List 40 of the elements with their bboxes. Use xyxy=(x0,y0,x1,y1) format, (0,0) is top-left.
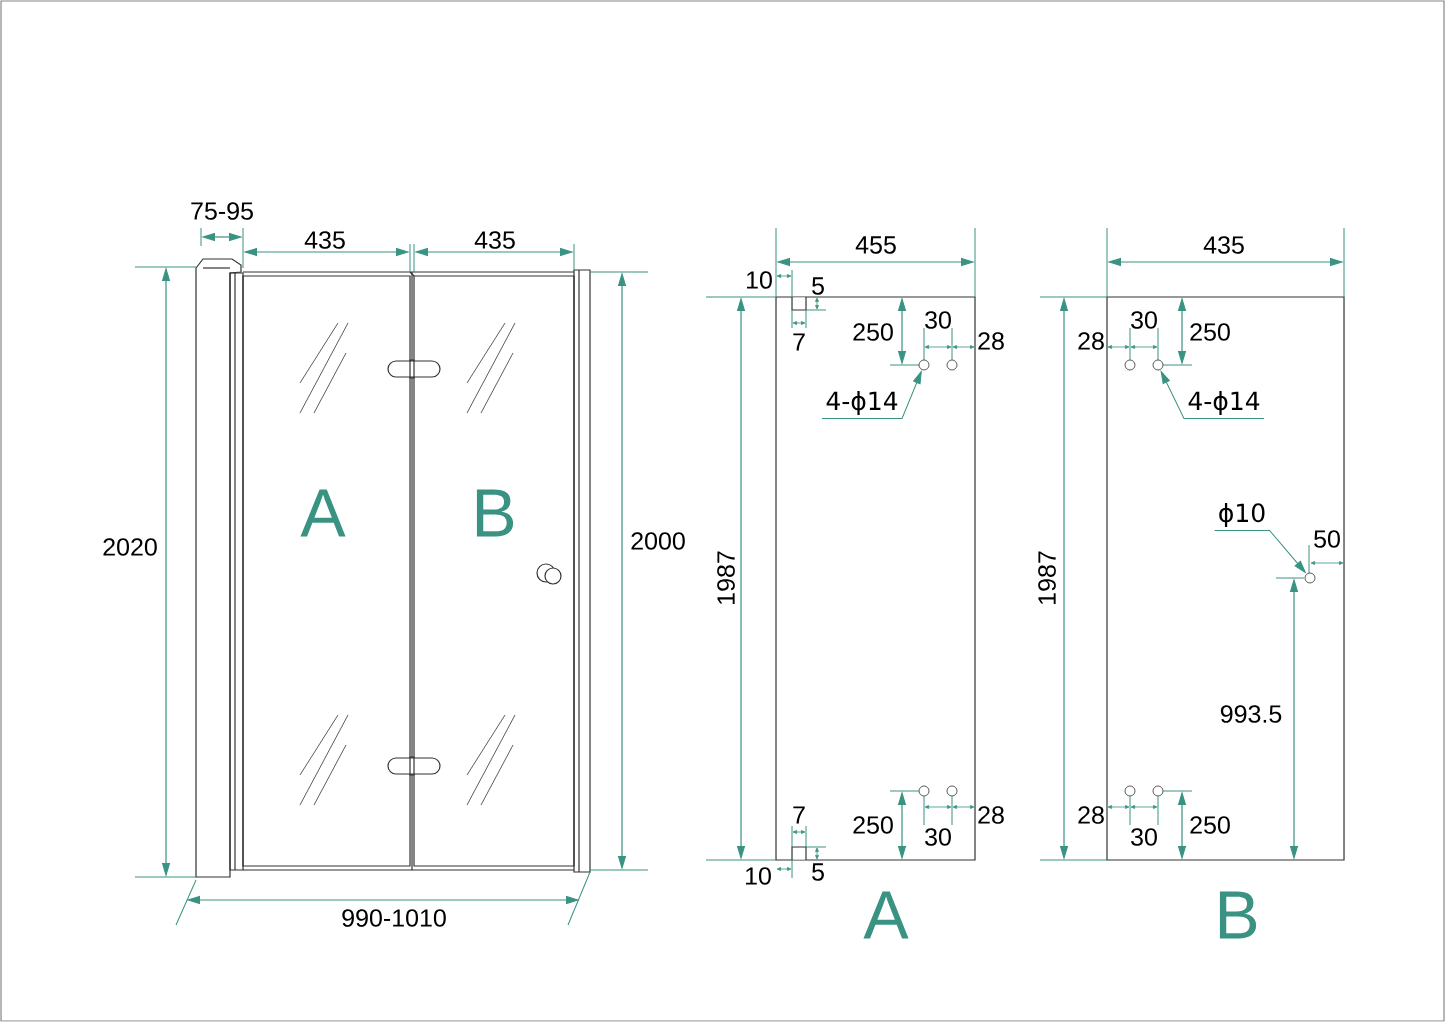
dimension-label: 2020 xyxy=(103,538,157,556)
dimension-label: 250 xyxy=(1190,323,1230,341)
dimension-label: 10 xyxy=(747,271,772,289)
dimension-label: 28 xyxy=(978,806,1004,824)
dimension-label: 28 xyxy=(1078,332,1104,350)
dimension-label: 435 xyxy=(1203,236,1244,254)
dimension-label: 435 xyxy=(474,231,515,249)
dimension-label: 5 xyxy=(812,863,824,881)
dimension-label: 75-95 xyxy=(191,202,253,220)
dimension-label: 50 xyxy=(1314,530,1340,548)
dimension-label: 990-1010 xyxy=(342,909,446,927)
dimension-label: 1987 xyxy=(717,551,735,604)
dimension-label: 7 xyxy=(793,333,805,351)
callout-text: 4-ϕ14 xyxy=(1188,390,1260,416)
panel-letter: B xyxy=(476,489,514,537)
leader-line xyxy=(1213,530,1306,573)
callout-text: ϕ10 xyxy=(1219,502,1265,528)
dimension-label: 455 xyxy=(855,236,896,254)
dimension-label: 28 xyxy=(978,332,1004,350)
callout-text: 4-ϕ14 xyxy=(826,390,898,416)
dimension-label: 28 xyxy=(1078,806,1104,824)
leader-line xyxy=(821,371,922,419)
dimension-label: 2000 xyxy=(631,532,685,550)
dimension-label: 1987 xyxy=(1038,551,1056,604)
panel-letter: A xyxy=(863,891,909,939)
dimension-label: 250 xyxy=(853,816,893,834)
panel-letter: B xyxy=(1219,891,1257,939)
dimension-label: 250 xyxy=(853,323,893,341)
dimension-label: 30 xyxy=(925,311,951,329)
dimension-label: 5 xyxy=(812,277,824,295)
dimension-label: 250 xyxy=(1190,816,1230,834)
panel-letter: A xyxy=(300,489,346,537)
dimension-label: 30 xyxy=(1131,311,1157,329)
dimension-label: 993.5 xyxy=(1220,705,1282,723)
dimension-label: 435 xyxy=(304,231,345,249)
dimension-label: 7 xyxy=(793,806,805,824)
dimension-label: 10 xyxy=(746,867,771,885)
leader-line xyxy=(1160,371,1265,419)
dimension-label: 30 xyxy=(925,828,951,846)
dimension-label: 30 xyxy=(1131,828,1157,846)
